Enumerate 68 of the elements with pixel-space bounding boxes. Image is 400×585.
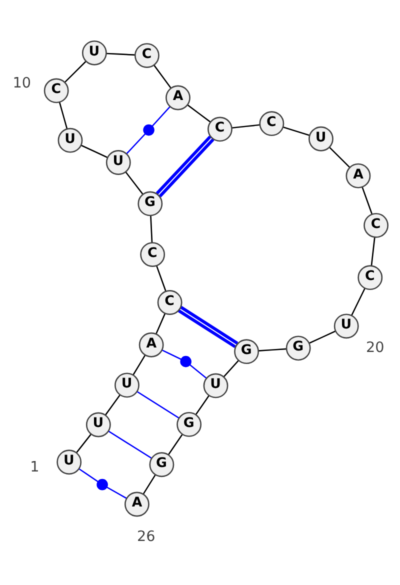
connector (126, 132, 146, 154)
connector (150, 215, 153, 242)
label: 20 (366, 340, 384, 356)
node-circle: U (86, 412, 111, 437)
connector (80, 144, 108, 158)
node-circle: G (138, 190, 163, 216)
node-circle: U (114, 372, 140, 398)
connector (362, 186, 373, 214)
connector (195, 394, 210, 414)
connector (351, 288, 366, 316)
node-circle: U (82, 40, 107, 65)
node-circle: A (166, 84, 190, 110)
connector (232, 124, 260, 128)
connector (190, 364, 207, 378)
connector (78, 468, 98, 482)
connector (64, 60, 86, 82)
connector (308, 330, 336, 344)
connector (154, 64, 172, 88)
node-circle: G (286, 335, 311, 360)
connector (142, 474, 156, 494)
connector (106, 52, 136, 56)
label: 1 (30, 459, 40, 476)
node-circle: G (149, 452, 174, 477)
node-circle: U (308, 126, 334, 151)
connector (187, 104, 211, 122)
connector (178, 305, 238, 348)
node-circle: G (176, 411, 202, 436)
connector (125, 171, 144, 194)
node-circle: C (44, 78, 69, 103)
node-circle: U (56, 449, 82, 474)
connector (162, 349, 182, 360)
node-circle: C (364, 212, 389, 238)
node-circle: C (208, 116, 232, 142)
connector (282, 126, 310, 136)
connector (106, 486, 127, 498)
node-circle: A (346, 162, 371, 188)
node-circle: C (134, 42, 160, 68)
node-circle: A (138, 332, 164, 357)
connector (136, 390, 180, 418)
node-circle (143, 124, 154, 136)
node-circle (180, 355, 192, 367)
connector (58, 101, 68, 128)
connector (258, 348, 286, 351)
connector (370, 236, 376, 266)
node-circle: C (358, 264, 383, 290)
connector (156, 312, 166, 334)
label: 10 (12, 75, 32, 92)
connector (156, 135, 214, 197)
connector (108, 430, 152, 458)
node-circle: C (140, 242, 166, 266)
connector (168, 434, 183, 455)
node-circle: G (234, 338, 259, 364)
connector (152, 106, 170, 126)
connector (223, 360, 239, 377)
node-circle: U (334, 313, 359, 338)
connector (104, 394, 120, 416)
node-circle: U (203, 372, 228, 398)
node-circle: U (106, 150, 131, 174)
node-circle: U (58, 127, 83, 152)
connector (156, 265, 166, 292)
node-circle: C (259, 110, 284, 136)
connector (329, 146, 350, 168)
node-circle: C (157, 290, 182, 314)
node-circle: A (124, 491, 150, 516)
node-circle (96, 478, 108, 490)
connector (76, 433, 92, 453)
connector (132, 354, 146, 375)
label: 26 (136, 528, 156, 544)
